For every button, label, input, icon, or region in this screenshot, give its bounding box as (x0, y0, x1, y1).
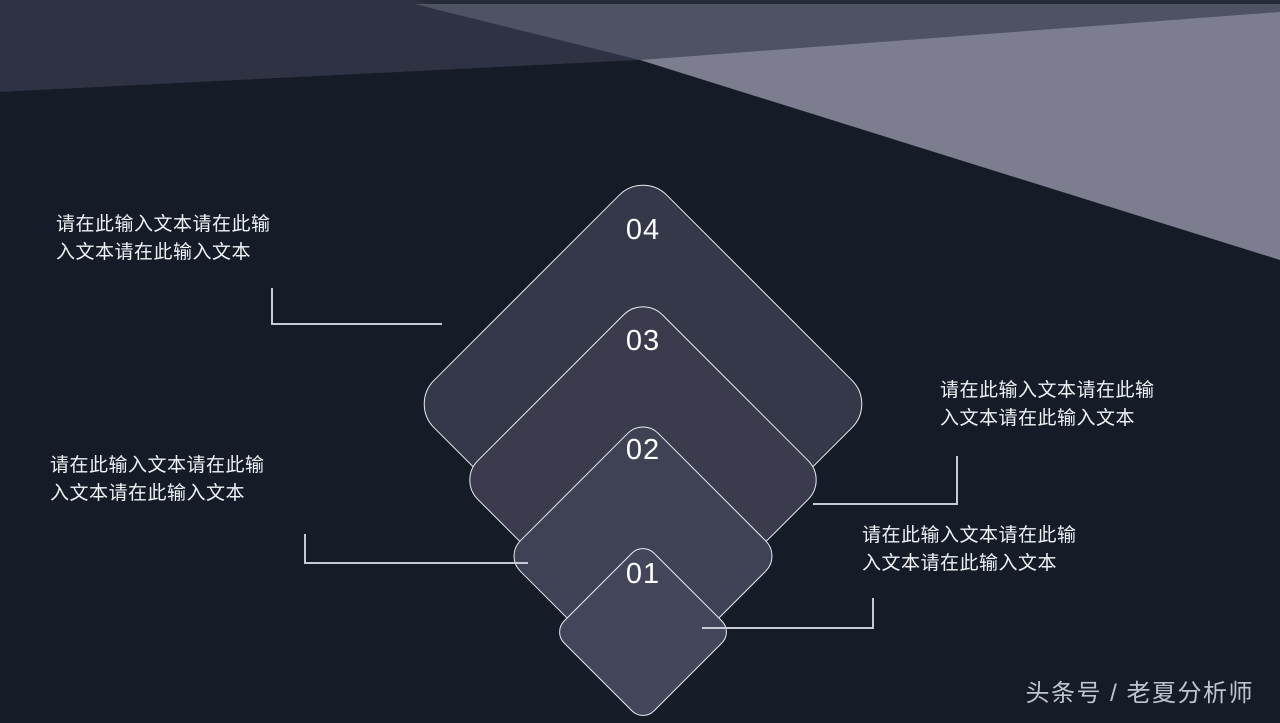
callout-bottom-right-line2: 入文本请在此输入文本 (862, 552, 1058, 574)
callout-bottom-left-line2: 入文本请在此输入文本 (50, 482, 246, 504)
callout-bottom-left-line1: 请在此输入文本请在此输 (50, 455, 265, 476)
callout-top-left: 请在此输入文本请在此输 入文本请在此输入文本 (56, 211, 356, 266)
callout-top-left-line1: 请在此输入文本请在此输 (56, 214, 271, 235)
diamond-label-02: 02 (625, 434, 661, 466)
decor-dark-slate-upper (0, 0, 640, 92)
top-strip (415, 0, 1280, 5)
callout-bottom-right-line1: 请在此输入文本请在此输 (862, 525, 1077, 546)
connector-bottom-left (304, 534, 528, 564)
callout-top-right-line1: 请在此输入文本请在此输 (940, 380, 1155, 401)
callout-bottom-right: 请在此输入文本请在此输 入文本请在此输入文本 (862, 522, 1162, 577)
diamond-label-01: 01 (625, 558, 661, 590)
callout-bottom-left: 请在此输入文本请在此输 入文本请在此输入文本 (50, 452, 350, 507)
decor-light-gray-triangle (640, 12, 1280, 260)
connector-top-left (271, 288, 442, 325)
connector-bottom-right (702, 598, 874, 629)
callout-top-right: 请在此输入文本请在此输 入文本请在此输入文本 (940, 377, 1240, 432)
callout-top-left-line2: 入文本请在此输入文本 (56, 241, 252, 263)
watermark: 头条号 / 老夏分析师 (1025, 680, 1254, 707)
connector-top-right (813, 456, 958, 505)
decor-mid-gray-2 (415, 4, 1280, 60)
diamond-label-04: 04 (625, 214, 661, 246)
diamond-label-03: 03 (625, 325, 661, 357)
callout-top-right-line2: 入文本请在此输入文本 (940, 407, 1136, 429)
